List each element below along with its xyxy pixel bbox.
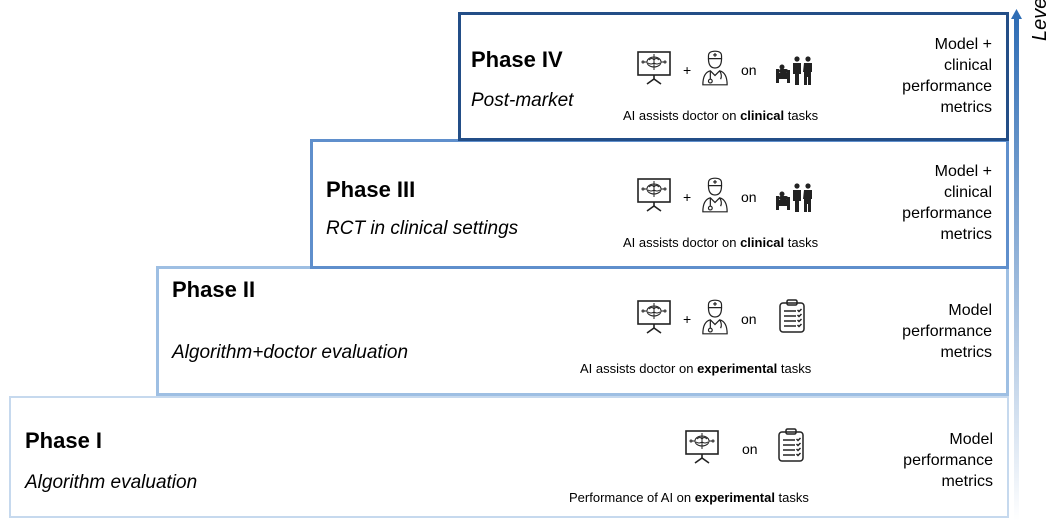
- patients-icon: [775, 183, 815, 213]
- evidence-arrow: [1011, 9, 1022, 521]
- metrics-label: Model + clinical performance metrics: [902, 36, 992, 116]
- phase-3-box: Phase III RCT in clinical settings + on …: [310, 139, 1009, 269]
- plus-label: +: [683, 62, 692, 78]
- plus-label: +: [683, 189, 692, 205]
- on-label: on: [741, 62, 757, 78]
- phase-caption: Performance of AI on experimental tasks: [569, 490, 809, 505]
- phase-title: Phase II: [172, 277, 256, 302]
- phase-caption: AI assists doctor on clinical tasks: [623, 235, 819, 250]
- phase-4-box: Phase IV Post-market + on AI assists doc…: [458, 12, 1009, 141]
- phase-2-box: Phase II Algorithm+doctor evaluation + o…: [156, 266, 1009, 396]
- metrics-label: Model performance metrics: [903, 431, 993, 490]
- on-label: on: [741, 311, 757, 327]
- ai-monitor-icon: [685, 430, 719, 464]
- phase-title: Phase I: [25, 428, 103, 453]
- patients-icon: [775, 56, 815, 86]
- evidence-axis-label: Level of evidence & cost: [1029, 0, 1050, 41]
- metrics-label: Model performance metrics: [902, 302, 992, 361]
- on-label: on: [742, 441, 758, 457]
- doctor-icon: [701, 50, 729, 86]
- metrics-label: Model + clinical performance metrics: [902, 163, 992, 243]
- on-label: on: [741, 189, 757, 205]
- phase-title: Phase IV: [471, 47, 563, 72]
- phase-subtitle: Post-market: [471, 90, 574, 111]
- task-checklist-icon: [778, 428, 804, 462]
- task-checklist-icon: [779, 299, 805, 333]
- doctor-icon: [701, 299, 729, 335]
- doctor-icon: [701, 177, 729, 213]
- ai-monitor-icon: [637, 51, 671, 85]
- ai-monitor-icon: [637, 300, 671, 334]
- phase-title: Phase III: [326, 177, 416, 202]
- phase-1-box: Phase I Algorithm evaluation on Performa…: [9, 396, 1009, 518]
- phase-subtitle: Algorithm evaluation: [25, 472, 198, 493]
- phase-caption: AI assists doctor on clinical tasks: [623, 108, 819, 123]
- phase-caption: AI assists doctor on experimental tasks: [580, 361, 812, 376]
- phase-subtitle: RCT in clinical settings: [326, 218, 519, 239]
- phase-subtitle: Algorithm+doctor evaluation: [172, 342, 409, 363]
- ai-monitor-icon: [637, 178, 671, 212]
- plus-label: +: [683, 311, 692, 327]
